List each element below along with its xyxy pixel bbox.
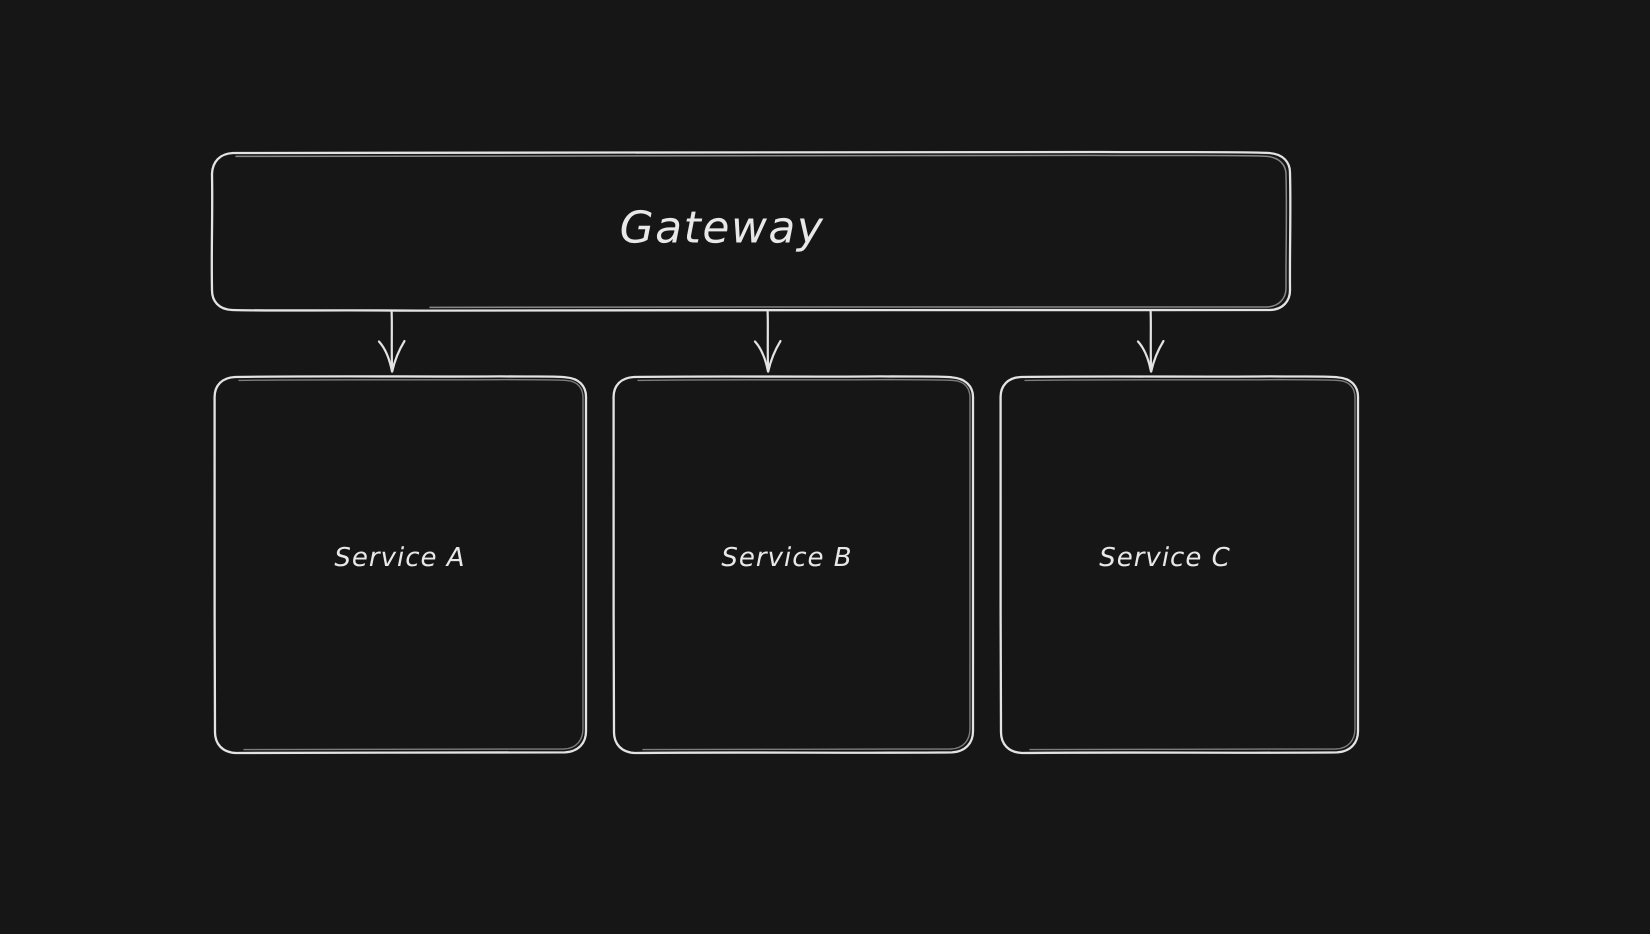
node-service-b-shape[interactable] [612,375,975,755]
node-service-c-shape[interactable] [999,375,1360,755]
node-gateway-shape[interactable] [210,150,1292,312]
edge-gateway-to-service-c[interactable] [1136,309,1165,373]
edge-gateway-to-service-a[interactable] [377,309,406,373]
edge-gateway-to-service-b[interactable] [753,309,782,373]
node-service-a-shape[interactable] [213,375,588,755]
